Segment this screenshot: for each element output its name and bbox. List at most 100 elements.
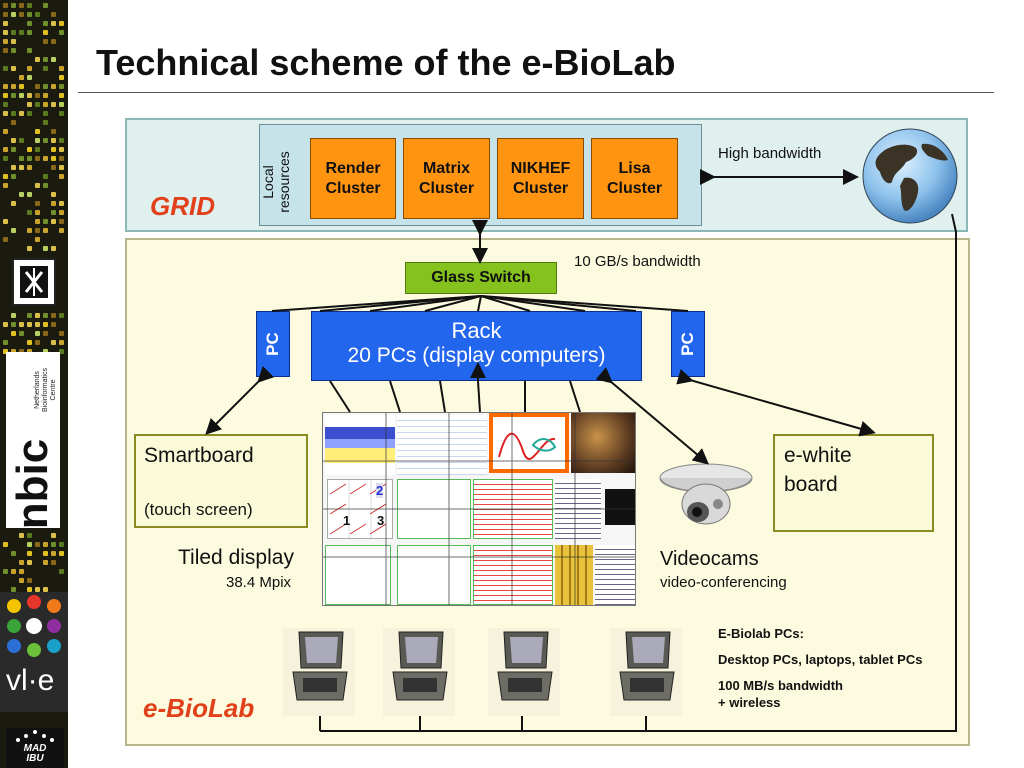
bandwidth-10gb-label: 10 GB/s bandwidth	[574, 253, 701, 270]
array-dot	[35, 57, 40, 62]
array-dot	[59, 313, 64, 318]
array-dot	[11, 569, 16, 574]
array-dot	[27, 75, 32, 80]
array-dot	[27, 12, 32, 17]
mad-ibu-logo: MAD IBU	[6, 728, 64, 768]
array-dot	[19, 165, 24, 170]
vle-logo: vl·e	[0, 592, 68, 712]
smartboard-title: Smartboard	[144, 444, 254, 467]
array-dot	[35, 183, 40, 188]
array-dot	[19, 3, 24, 8]
rack-subtitle: 20 PCs (display computers)	[347, 344, 606, 367]
array-dot	[43, 219, 48, 224]
array-dot	[59, 84, 64, 89]
ebiolab-label: e-BioLab	[143, 693, 255, 723]
array-dot	[59, 156, 64, 161]
array-dot	[43, 246, 48, 251]
array-dot	[35, 237, 40, 242]
array-dot	[51, 156, 56, 161]
array-dot	[3, 66, 8, 71]
videocam-icon	[659, 463, 753, 525]
array-dot	[19, 569, 24, 574]
array-dot	[11, 147, 16, 152]
array-dot	[11, 66, 16, 71]
array-dot	[27, 551, 32, 556]
array-dot	[59, 551, 64, 556]
array-dot	[19, 156, 24, 161]
array-dot	[11, 331, 16, 336]
array-dot	[59, 102, 64, 107]
array-dot	[51, 313, 56, 318]
array-dot	[59, 228, 64, 233]
array-dot	[27, 93, 32, 98]
array-dot	[51, 340, 56, 345]
array-dot	[43, 322, 48, 327]
array-dot	[27, 587, 32, 592]
array-dot	[51, 210, 56, 215]
array-dot	[51, 560, 56, 565]
array-dot	[11, 228, 16, 233]
smartboard-box	[134, 434, 308, 528]
array-dot	[43, 93, 48, 98]
array-dot	[35, 322, 40, 327]
array-dot	[51, 542, 56, 547]
array-dot	[19, 349, 24, 354]
array-dot	[51, 165, 56, 170]
array-dot	[11, 120, 16, 125]
array-dot	[43, 313, 48, 318]
array-dot	[27, 578, 32, 583]
university-seal-logo	[12, 258, 56, 306]
videocams-label: Videocams	[660, 548, 759, 570]
array-dot	[35, 147, 40, 152]
array-dot	[3, 111, 8, 116]
tiled-display-label: Tiled display	[178, 546, 294, 569]
array-dot	[51, 322, 56, 327]
array-dot	[43, 551, 48, 556]
array-dot	[3, 30, 8, 35]
array-dot	[11, 174, 16, 179]
nbic-logo: Netherlands Bioinformatics Centre nbic	[6, 352, 60, 529]
array-dot	[43, 156, 48, 161]
array-dot	[27, 322, 32, 327]
array-dot	[51, 219, 56, 224]
array-dot	[43, 39, 48, 44]
array-dot	[27, 349, 32, 354]
array-dot	[19, 322, 24, 327]
array-dot	[11, 587, 16, 592]
pc-right-label: PC	[678, 332, 697, 356]
array-dot	[19, 111, 24, 116]
array-dot	[19, 75, 24, 80]
array-dot	[19, 192, 24, 197]
mad-logo-text: MAD IBU	[23, 743, 47, 764]
title-divider	[78, 92, 994, 93]
array-dot	[35, 340, 40, 345]
array-dot	[43, 30, 48, 35]
pcs-wireless: + wireless	[718, 695, 781, 710]
array-dot	[11, 322, 16, 327]
array-dot	[51, 533, 56, 538]
array-dot	[11, 84, 16, 89]
array-dot	[3, 340, 8, 345]
array-dot	[27, 533, 32, 538]
array-dot	[11, 349, 16, 354]
array-dot	[11, 201, 16, 206]
array-dot	[11, 165, 16, 170]
array-dot	[43, 138, 48, 143]
decorative-sidebar: Netherlands Bioinformatics Centre nbic v…	[0, 0, 68, 768]
tiled-display-mpix: 38.4 Mpix	[226, 574, 292, 591]
array-dot	[11, 39, 16, 44]
ewhite-board-line2: board	[784, 473, 838, 496]
smartboard-subtitle: (touch screen)	[144, 500, 253, 519]
array-dot	[3, 569, 8, 574]
array-dot	[27, 313, 32, 318]
laptop-icon	[488, 628, 560, 716]
tiled-display-image: 1 2 3	[322, 412, 636, 606]
array-dot	[43, 587, 48, 592]
array-dot	[3, 156, 8, 161]
array-dot	[43, 3, 48, 8]
array-dot	[35, 331, 40, 336]
array-dot	[51, 57, 56, 62]
array-dot	[19, 331, 24, 336]
array-dot	[59, 201, 64, 206]
array-dot	[43, 120, 48, 125]
